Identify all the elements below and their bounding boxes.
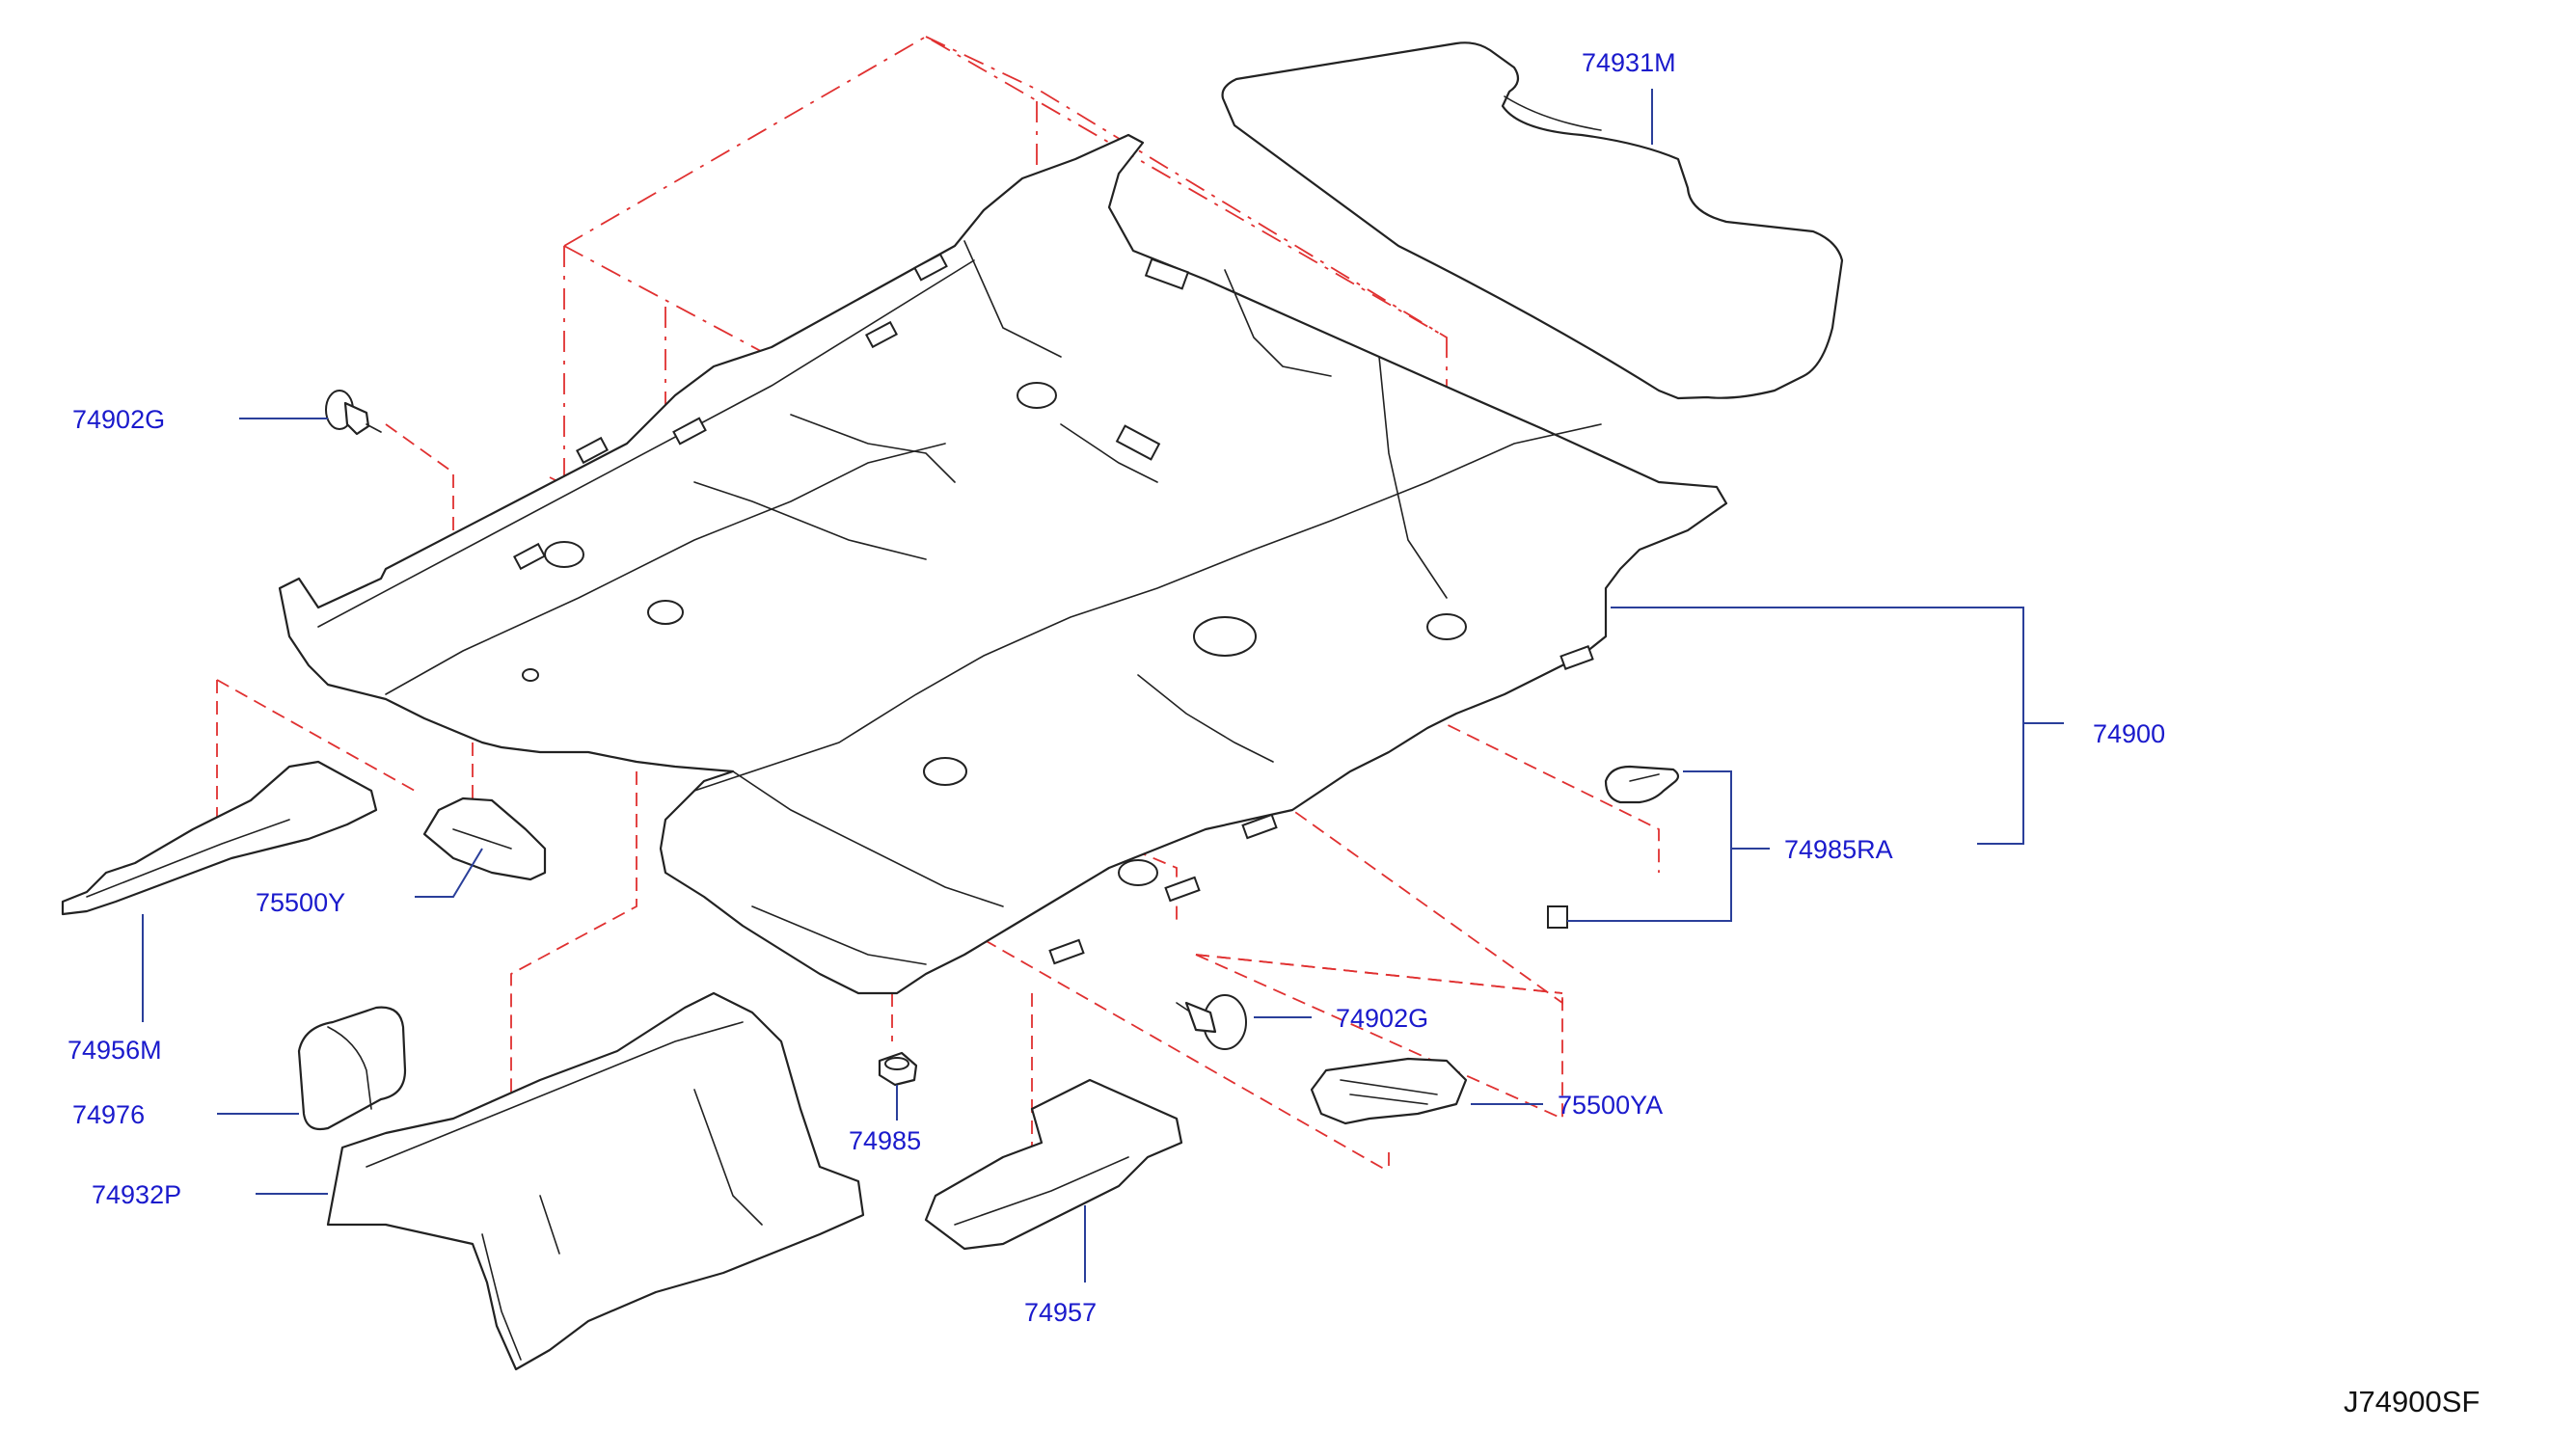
label-74956M: 74956M	[68, 1036, 162, 1065]
label-74900: 74900	[2093, 719, 2165, 748]
diagram-code: J74900SF	[2344, 1385, 2480, 1418]
label-74902G-left: 74902G	[72, 405, 165, 434]
insulator-74976[interactable]	[297, 1006, 407, 1131]
clip-74985RA[interactable]	[1547, 765, 1680, 929]
part-labels: 74931M 74902G 74900 74985RA 75500Y 74956…	[68, 48, 2165, 1327]
label-74902G-right: 74902G	[1336, 1004, 1428, 1033]
label-74957: 74957	[1024, 1298, 1097, 1327]
label-75500Y: 75500Y	[256, 888, 345, 917]
label-74985RA: 74985RA	[1784, 835, 1893, 864]
insulator-75500Y[interactable]	[422, 796, 547, 881]
label-75500YA: 75500YA	[1558, 1091, 1663, 1120]
insulator-74957[interactable]	[924, 1078, 1183, 1251]
label-74931M: 74931M	[1582, 48, 1676, 77]
label-74985: 74985	[849, 1126, 921, 1155]
clip-74902G-left[interactable]	[325, 390, 382, 436]
leader-lines	[142, 89, 2064, 1282]
dash-insulator-74932P[interactable]	[326, 991, 865, 1371]
label-74976: 74976	[72, 1100, 145, 1129]
rear-floor-mat-74931M[interactable]	[1221, 41, 1844, 400]
insulator-75500YA[interactable]	[1310, 1057, 1468, 1125]
insulator-74956M[interactable]	[61, 760, 378, 916]
label-74932P: 74932P	[92, 1180, 181, 1209]
nut-74985[interactable]	[878, 1051, 918, 1087]
front-floor-carpet-74900[interactable]	[278, 133, 1728, 995]
clip-74902G-right[interactable]	[1176, 994, 1247, 1050]
